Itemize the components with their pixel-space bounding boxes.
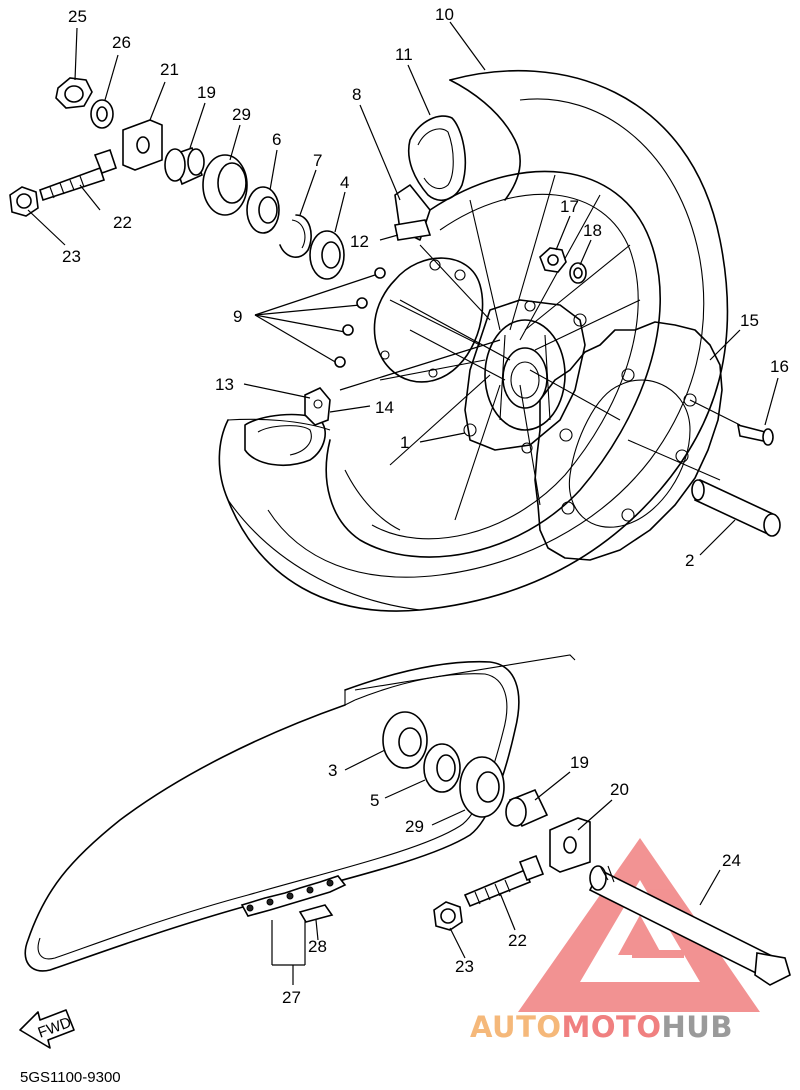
callout-8: 8 xyxy=(352,85,361,104)
callout-25: 25 xyxy=(68,7,87,26)
hub-left-flange xyxy=(373,257,484,383)
chain-joint xyxy=(240,875,347,985)
callout-labels: 25 26 21 19 29 6 7 4 22 23 8 11 10 12 9 … xyxy=(62,5,789,1007)
part-code: 5GS1100-9300 xyxy=(20,1069,121,1086)
callout-14: 14 xyxy=(375,398,394,417)
watermark-logo-triangle xyxy=(518,838,760,1012)
circlip xyxy=(279,214,312,258)
callout-6: 6 xyxy=(272,130,281,149)
bearing-left xyxy=(246,186,280,234)
callout-5: 5 xyxy=(370,791,379,810)
callout-16: 16 xyxy=(770,357,789,376)
oil-seal-right xyxy=(459,756,505,818)
callout-29a: 29 xyxy=(232,105,251,124)
washer-top xyxy=(90,99,114,129)
bearing-inner xyxy=(309,230,345,280)
sprocket-bolt xyxy=(689,399,774,446)
adjusting-bolt-left xyxy=(39,148,118,202)
collar-left xyxy=(164,146,205,186)
watermark-hub: HUB xyxy=(662,1010,733,1044)
callout-9: 9 xyxy=(233,307,242,326)
sprocket-washer xyxy=(569,262,587,284)
collar-right xyxy=(505,788,549,828)
callout-12: 12 xyxy=(350,232,369,251)
callout-18: 18 xyxy=(583,221,602,240)
callout-23a: 23 xyxy=(62,247,81,266)
spacer-right xyxy=(423,743,461,793)
spoke-nipples xyxy=(254,267,386,368)
callout-21: 21 xyxy=(160,60,179,79)
locknut-left xyxy=(9,186,39,217)
rim-lock xyxy=(394,219,432,241)
locknut-right xyxy=(433,901,463,931)
callout-20: 20 xyxy=(610,780,629,799)
watermark-moto: MOTO xyxy=(562,1010,662,1044)
callout-11: 11 xyxy=(395,45,413,64)
hub-axle-sleeve xyxy=(339,299,511,391)
sprocket-nut xyxy=(539,247,567,273)
wheel-spokes xyxy=(379,174,641,521)
callout-17: 17 xyxy=(560,197,579,216)
callout-29b: 29 xyxy=(405,817,424,836)
chain-puller-left xyxy=(122,119,163,171)
rear-sprocket xyxy=(534,321,723,561)
callout-24: 24 xyxy=(722,851,741,870)
callout-leaders xyxy=(27,21,779,959)
adjusting-bolt-right xyxy=(463,854,545,908)
callout-22b: 22 xyxy=(508,931,527,950)
callout-13: 13 xyxy=(215,375,234,394)
callout-22a: 22 xyxy=(113,213,132,232)
callout-1: 1 xyxy=(400,433,409,452)
callout-2: 2 xyxy=(685,551,694,570)
watermark-auto: AUTO xyxy=(470,1010,562,1044)
callout-28: 28 xyxy=(308,937,327,956)
callout-10: 10 xyxy=(435,5,454,24)
callout-19a: 19 xyxy=(197,83,216,102)
callout-23b: 23 xyxy=(455,957,474,976)
callout-26: 26 xyxy=(112,33,131,52)
rear-hub xyxy=(463,299,587,454)
rear-axle xyxy=(588,865,791,986)
callout-19b: 19 xyxy=(570,753,589,772)
hub-collar xyxy=(691,478,781,537)
svg-text:AUTOMOTOHUB: AUTOMOTOHUB xyxy=(470,1010,733,1044)
callout-7: 7 xyxy=(313,151,322,170)
watermark-wordmark: AUTOMOTOHUB xyxy=(470,1010,733,1044)
wheel-rim xyxy=(325,170,662,558)
callout-15: 15 xyxy=(740,311,759,330)
callout-4: 4 xyxy=(340,173,349,192)
bearing-right xyxy=(382,711,428,769)
axle-nut-top xyxy=(55,77,93,109)
inner-tube-valve xyxy=(394,115,466,241)
valve-cap-bracket xyxy=(244,387,331,466)
callout-3: 3 xyxy=(328,761,337,780)
callout-27: 27 xyxy=(282,988,301,1007)
rear-tire xyxy=(218,69,729,612)
forward-arrow: FWD xyxy=(19,1009,75,1049)
chain-puller-right xyxy=(549,817,591,873)
oil-seal-left xyxy=(202,154,248,216)
